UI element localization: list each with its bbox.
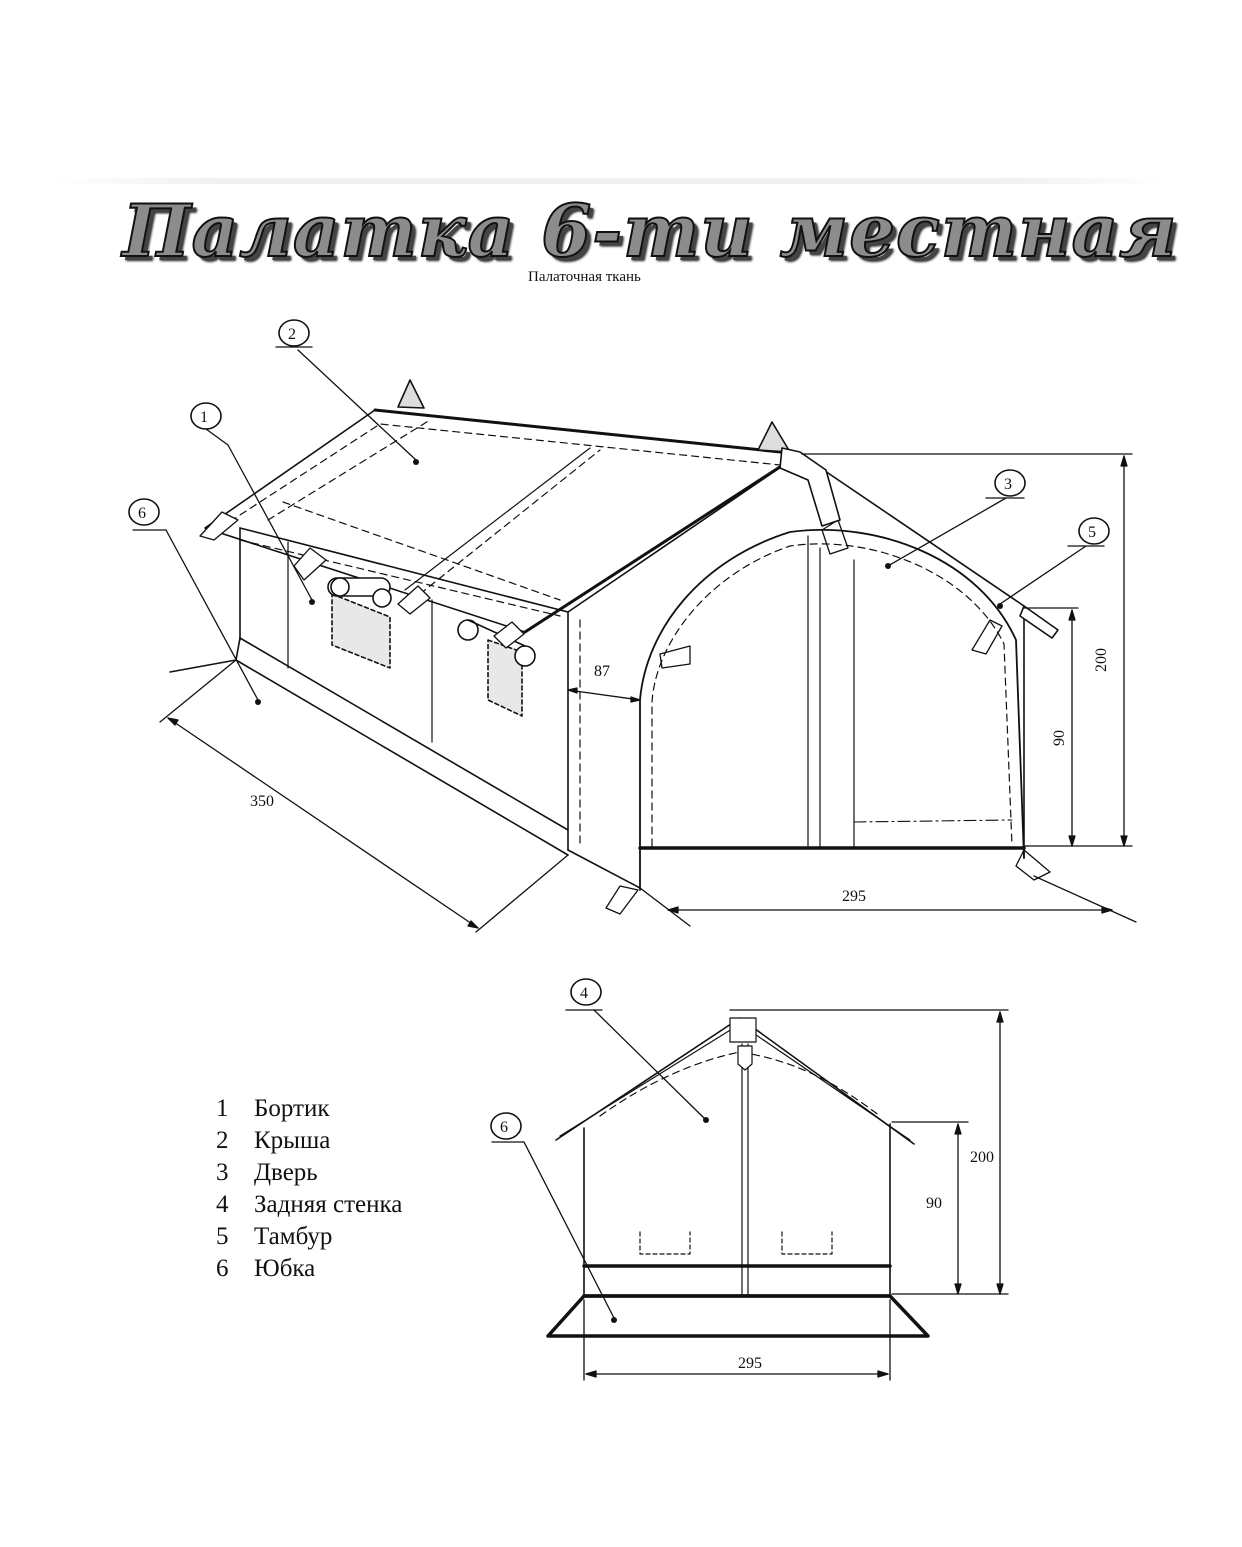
legend-item-number: 6 [216,1255,229,1282]
legend-item-number: 4 [216,1191,229,1218]
dim-height-total-back-label: 200 [970,1149,994,1166]
dimension-height-back [729,1009,1009,1295]
dimension-door [567,687,641,703]
legend-item: 3 Дверь [216,1157,402,1189]
callout-5: 5 [1078,517,1110,545]
legend-item: 5 Тамбур [216,1221,402,1253]
dim-width-front-label: 295 [842,888,866,905]
legend-item: 1 Бортик [216,1093,402,1125]
callout-1: 1 [190,402,222,430]
svg-text:2: 2 [288,326,296,343]
side-window-2 [457,619,536,717]
callout-leaders-iso [132,346,1105,701]
legend-item-number: 1 [216,1095,229,1122]
svg-text:5: 5 [1088,524,1096,541]
dimension-width-front [639,875,1137,927]
callout-2: 2 [278,319,310,347]
front-wall-shape [567,453,1026,889]
dim-height-total-front-label: 200 [1093,648,1110,672]
legend-item-label: Дверь [254,1159,318,1186]
callout-6-iso: 6 [128,498,160,526]
skirt-back-shape [546,1294,930,1338]
legend-item-number: 3 [216,1159,229,1186]
legend-item-number: 5 [216,1223,229,1250]
callout-dots-back [611,1117,709,1323]
dim-height-wall-back-label: 90 [926,1195,942,1212]
legend-item-label: Бортик [254,1095,330,1122]
callout-leaders-back [491,1009,705,1319]
tent-back-view: 295 200 90 [490,978,1009,1381]
dim-door-label: 87 [594,663,610,680]
callout-4: 4 [570,978,602,1006]
svg-text:1: 1 [200,409,208,426]
door-arch-shape [639,447,1059,891]
wall-tabs [199,511,1051,915]
legend-item-label: Крыша [254,1127,331,1154]
svg-text:6: 6 [500,1119,508,1136]
dimension-length [159,659,569,933]
legend-item: 4 Задняя стенка [216,1189,402,1221]
page-title: Палатка 6-ти местная [122,187,1178,274]
dim-width-back-label: 295 [738,1355,762,1372]
callout-3: 3 [994,469,1026,497]
roof-shape [204,379,802,634]
callout-dots-iso [255,459,1003,705]
back-wall-shape [555,1017,915,1298]
legend-item-number: 2 [216,1127,229,1154]
side-wall-shape [239,527,569,851]
legend-item: 2 Крыша [216,1125,402,1157]
title-underline-bar [50,178,1170,184]
svg-text:3: 3 [1004,476,1012,493]
legend-item: 6 Юбка [216,1253,402,1285]
side-window-1 [327,577,392,669]
legend-item-label: Тамбур [254,1223,333,1250]
page-subtitle: Палаточная ткань [528,269,641,285]
dim-length-label: 350 [250,793,274,810]
callout-6-back: 6 [490,1112,522,1140]
parts-legend: 1 Бортик 2 Крыша 3 Дверь 4 Задняя стенка… [216,1093,402,1285]
legend-item-label: Задняя стенка [254,1191,403,1218]
dimension-width-back [583,1299,891,1381]
dim-height-wall-front-label: 90 [1051,730,1068,746]
svg-text:4: 4 [580,985,588,1002]
tent-isometric-view: 350 87 295 [128,319,1137,933]
svg-text:6: 6 [138,505,146,522]
legend-item-label: Юбка [254,1255,316,1282]
dimension-height-front [801,453,1133,847]
